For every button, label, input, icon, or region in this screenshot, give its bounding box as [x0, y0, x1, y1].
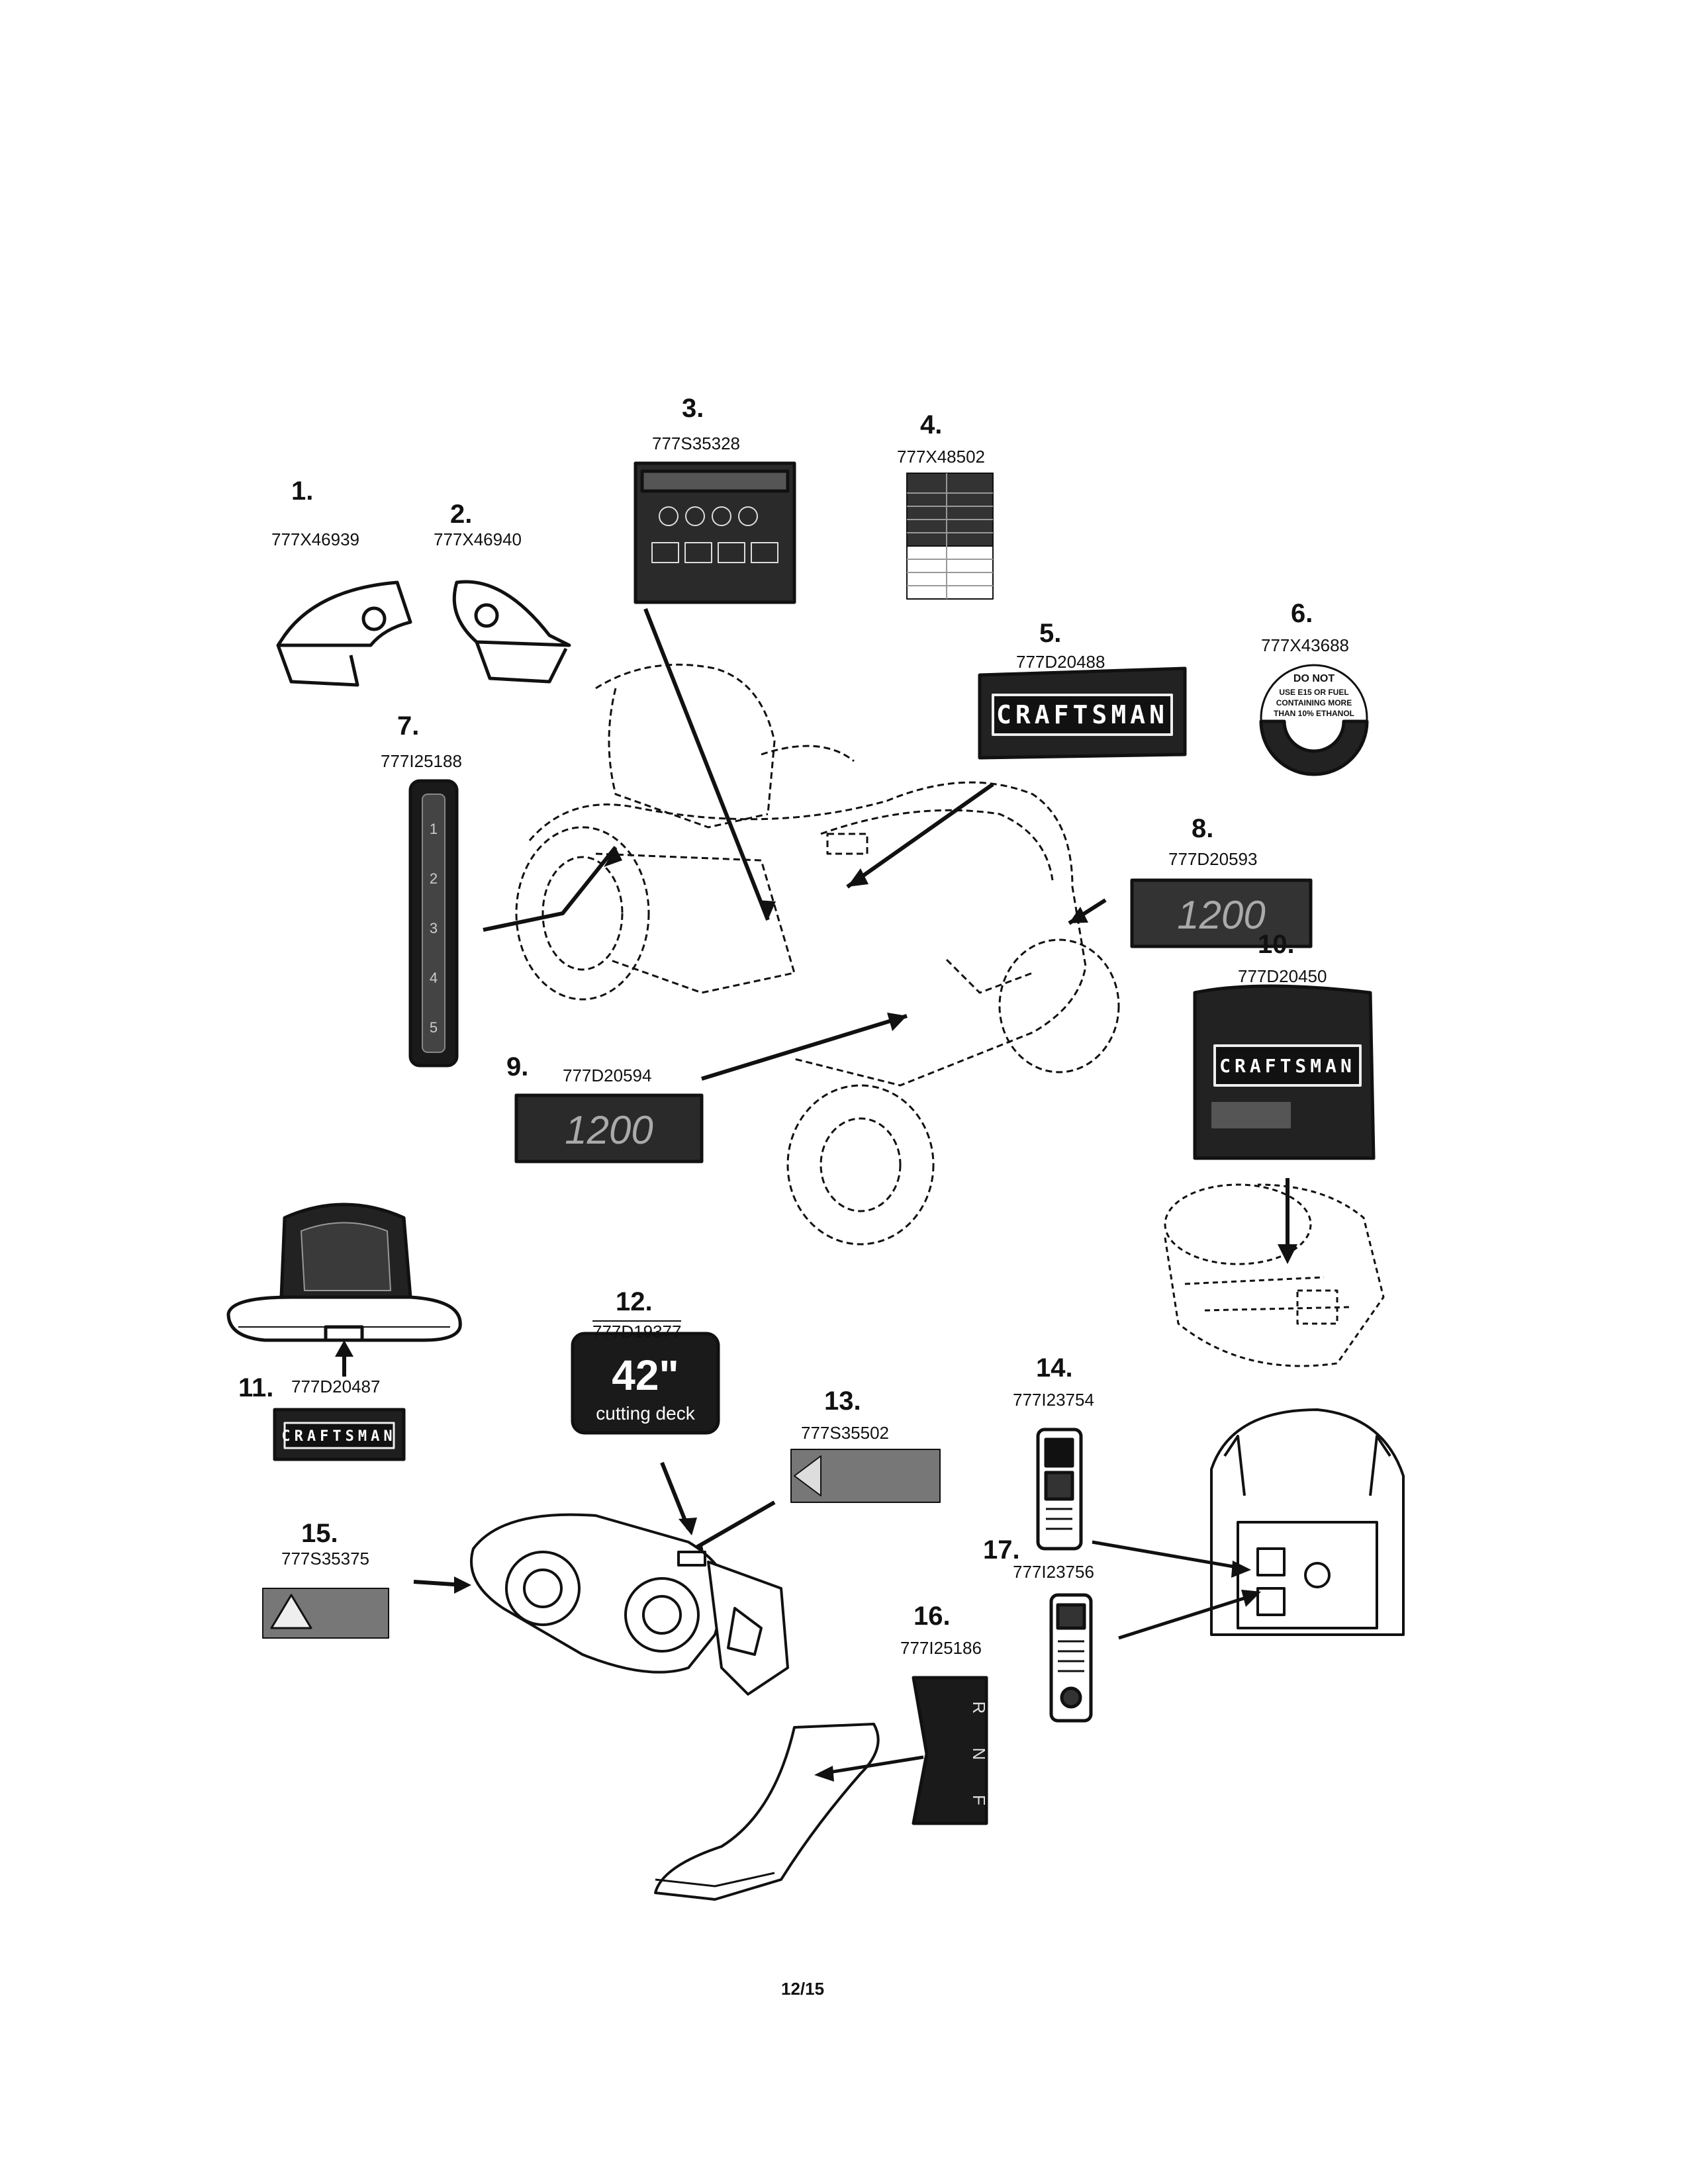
item-17-number: 17. — [983, 1535, 1020, 1565]
decal-7-mark-3: 3 — [430, 920, 438, 936]
decal-1-fender-left — [276, 580, 412, 687]
decal-7-mark-4: 4 — [430, 970, 438, 986]
decal-7-throttle-strip — [408, 779, 459, 1068]
item-10-part: 777D20450 — [1238, 966, 1327, 986]
decal-11-brand-text: CRAFTSMAN — [281, 1428, 396, 1445]
item-3-number: 3. — [682, 394, 704, 423]
decal-12-deck-size — [571, 1332, 720, 1535]
item-12-part: 777D19377 — [592, 1320, 682, 1342]
decal-16-mark-n: N — [969, 1748, 989, 1760]
item-4-part: 777X48502 — [897, 447, 986, 467]
decal-6-text-line3: CONTAINING MORE — [1276, 698, 1352, 707]
tractor-outline — [515, 663, 1120, 1246]
page-number: 12/15 — [781, 1979, 825, 1999]
item-7-part: 777I25188 — [381, 751, 462, 771]
item-5-number: 5. — [1039, 619, 1062, 648]
item-13-part: 777S35502 — [801, 1423, 890, 1443]
item-17-part: 777I23756 — [1013, 1562, 1094, 1582]
decal-13-warning-strip — [685, 1449, 941, 1559]
item-6-part: 777X43688 — [1261, 635, 1350, 655]
decal-9-model-badge — [514, 1093, 704, 1163]
item-2-part: 777X46940 — [434, 529, 522, 549]
decal-7-mark-5: 5 — [430, 1019, 438, 1036]
item-9-part: 777D20594 — [563, 1066, 652, 1085]
item-16-number: 16. — [914, 1602, 951, 1631]
decal-6-fuel-warning — [1259, 664, 1369, 776]
decal-17-control-strip — [1049, 1593, 1093, 1723]
item-14-part: 777I23754 — [1013, 1390, 1094, 1410]
decal-10-brand-text: CRAFTSMAN — [1219, 1055, 1356, 1077]
item-9-number: 9. — [506, 1052, 529, 1081]
decal-5-brand-text: CRAFTSMAN — [996, 700, 1168, 729]
pedal-outline — [654, 1723, 924, 1901]
decal-lettering: CRAFTSMAN CRAFTSMAN CRAFTSMAN 1200 1200 … — [281, 673, 1356, 1805]
decal-7-mark-1: 1 — [430, 821, 438, 837]
item-3-part: 777S35328 — [652, 433, 741, 453]
item-12-number: 12. — [616, 1287, 653, 1316]
decal-8-model-badge — [1130, 878, 1313, 948]
decal-9-model-text: 1200 — [565, 1108, 653, 1152]
item-8-part: 777D20593 — [1168, 849, 1258, 869]
item-4-number: 4. — [920, 410, 943, 439]
item-13-number: 13. — [824, 1387, 861, 1416]
decal-6-text-line4: THAN 10% ETHANOL — [1274, 709, 1354, 718]
decal-15-warning-strip — [262, 1576, 471, 1639]
decal-4-spec-table — [906, 473, 994, 600]
item-14-number: 14. — [1036, 1353, 1073, 1383]
item-15-number: 15. — [301, 1519, 338, 1548]
decal-6-text-line2: USE E15 OR FUEL — [1279, 688, 1348, 697]
pointer-arrows — [483, 608, 1107, 1081]
decal-5-hood-brand — [978, 666, 1187, 760]
item-1-part: 777X46939 — [271, 529, 360, 549]
decal-12-deck-text: cutting deck — [596, 1403, 695, 1424]
seat-outline — [226, 1203, 462, 1461]
item-1-number: 1. — [291, 477, 314, 506]
item-10-number: 10. — [1258, 930, 1295, 959]
mower-deck-outline — [470, 1513, 789, 1696]
decal-16-mark-f: F — [969, 1795, 989, 1805]
decal-6-text-line1: DO NOT — [1293, 673, 1335, 684]
decal-16-gear-strip — [912, 1676, 988, 1825]
item-5-part: 777D20488 — [1016, 652, 1105, 672]
decal-3-safety-label — [633, 461, 796, 604]
item-16-part: 777I25186 — [900, 1638, 982, 1658]
decal-16-mark-r: R — [969, 1702, 989, 1714]
decal-14-control-strip — [1036, 1428, 1083, 1551]
tractor-rear-outline — [1092, 1408, 1405, 1640]
decal-12-size-text: 42" — [612, 1351, 679, 1399]
item-6-number: 6. — [1291, 599, 1313, 628]
item-8-number: 8. — [1192, 814, 1214, 843]
item-11-number: 11. — [238, 1373, 274, 1402]
item-11-part: 777D20487 — [291, 1377, 381, 1396]
decal-2-fender-right — [452, 580, 571, 684]
decal-10-engine-label — [1193, 984, 1376, 1264]
decal-7-mark-2: 2 — [430, 870, 438, 887]
item-15-part: 777S35375 — [281, 1549, 370, 1569]
item-7-number: 7. — [397, 711, 420, 741]
engine-outline — [1164, 1183, 1385, 1367]
item-2-number: 2. — [450, 500, 473, 529]
decal-8-model-text: 1200 — [1177, 893, 1265, 937]
